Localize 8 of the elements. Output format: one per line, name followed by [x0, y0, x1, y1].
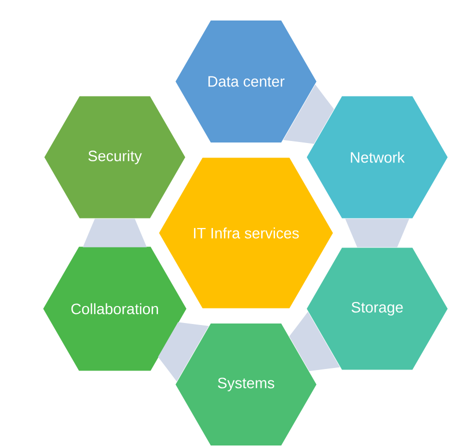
connector	[283, 84, 334, 144]
connector	[82, 218, 147, 248]
hexagon: Security	[43, 95, 186, 220]
connector	[289, 312, 340, 372]
connector	[158, 322, 209, 382]
hexagon: Network	[306, 95, 449, 220]
connector	[345, 218, 410, 248]
hexagon: Storage	[306, 246, 449, 371]
